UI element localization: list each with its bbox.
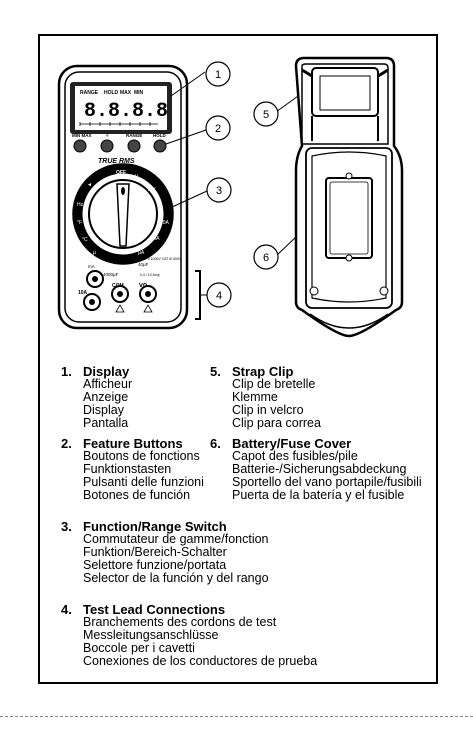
callout-4 bbox=[206, 282, 232, 308]
legend-item-feature-buttons: 2. Feature Buttons Boutons de fonctions … bbox=[61, 436, 204, 502]
svg-text:◄: ◄ bbox=[87, 182, 92, 188]
lcd-hold-label: HOLD bbox=[104, 90, 119, 96]
test-lead-jacks: mA 10A COM VΩ CAT II 1000V CAT III 600V … bbox=[78, 257, 182, 313]
svg-text:µA: µA bbox=[138, 250, 145, 256]
button-range[interactable] bbox=[127, 139, 141, 153]
meter-front: RANGE HOLD MAX MIN 8.8.8.8 MIN MAX ☼ RAN… bbox=[57, 64, 189, 330]
svg-text:5: 5 bbox=[263, 109, 269, 121]
button-label-hold: HOLD bbox=[153, 133, 166, 138]
button-minmax[interactable] bbox=[73, 139, 87, 153]
svg-text:°C: °C bbox=[82, 237, 88, 243]
page-cut-line bbox=[0, 716, 473, 717]
button-label-backlight: ☼ bbox=[105, 133, 109, 139]
rotary-dial: OFF ◄ Hz °F °C µ V mV ▶ 10A mA µA 4000µF… bbox=[72, 163, 174, 277]
callout-5 bbox=[253, 101, 279, 127]
battery-fuse-cover bbox=[325, 172, 373, 262]
true-rms-label: TRUE RMS bbox=[98, 158, 135, 165]
callout-6 bbox=[253, 244, 279, 270]
lcd-range-label: RANGE bbox=[80, 90, 99, 96]
svg-text:4000µF: 4000µF bbox=[103, 272, 119, 277]
lcd-max-label: MAX bbox=[120, 90, 132, 96]
svg-text:10A: 10A bbox=[160, 220, 170, 226]
strap-clip bbox=[301, 67, 389, 141]
svg-text:3: 3 bbox=[216, 185, 222, 197]
svg-text:6: 6 bbox=[263, 252, 269, 264]
svg-text:V: V bbox=[135, 174, 139, 180]
svg-text:mA: mA bbox=[152, 236, 160, 242]
legend-item-display: 1. Display Afficheur Anzeige Display Pan… bbox=[61, 364, 133, 430]
callout-2 bbox=[205, 115, 231, 141]
svg-text:4: 4 bbox=[216, 290, 222, 302]
lcd-min-label: MIN bbox=[134, 90, 144, 96]
multimeter-illustration: RANGE HOLD MAX MIN 8.8.8.8 MIN MAX ☼ RAN… bbox=[57, 56, 404, 338]
svg-text:▶: ▶ bbox=[158, 204, 162, 210]
legend-item-strap-clip: 5. Strap Clip Clip de bretelle Klemme Cl… bbox=[210, 364, 321, 430]
jack-vohm-label: VΩ bbox=[139, 283, 148, 289]
legend-item-battery-fuse-cover: 6. Battery/Fuse Cover Capot des fusibles… bbox=[210, 436, 422, 502]
svg-text:40µF: 40µF bbox=[138, 262, 149, 267]
legend-item-function-range-switch: 3. Function/Range Switch Commutateur de … bbox=[61, 519, 269, 585]
callouts: 1 2 3 4 5 6 bbox=[205, 61, 279, 308]
callout-1 bbox=[205, 61, 231, 87]
meter-back bbox=[294, 56, 404, 338]
warning-icon bbox=[143, 304, 153, 313]
svg-text:°F: °F bbox=[77, 220, 82, 226]
button-hold[interactable] bbox=[153, 139, 167, 153]
lcd-display: RANGE HOLD MAX MIN 8.8.8.8 bbox=[70, 82, 172, 134]
legend-item-test-lead-connections: 4. Test Lead Connections Branchements de… bbox=[61, 602, 318, 668]
page-frame: RANGE HOLD MAX MIN 8.8.8.8 MIN MAX ☼ RAN… bbox=[38, 34, 438, 684]
button-label-minmax: MIN MAX bbox=[72, 133, 92, 138]
svg-text:2: 2 bbox=[215, 123, 221, 135]
svg-text:mV: mV bbox=[148, 187, 156, 193]
svg-text:Hz: Hz bbox=[77, 202, 84, 208]
lcd-digits: 8.8.8.8 bbox=[84, 100, 168, 123]
svg-text:µ: µ bbox=[93, 250, 96, 256]
button-label-range: RANGE bbox=[126, 133, 142, 138]
warning-icon bbox=[115, 304, 125, 313]
jack-cat-rating: CAT II 1000V CAT III 600V bbox=[140, 257, 182, 261]
jack-10a-label: 10A bbox=[78, 290, 88, 296]
jack-amp-rating: 0.4 / 10 Amp bbox=[140, 273, 160, 277]
jack-ma-label: mA bbox=[88, 264, 95, 269]
dial-off-label: OFF bbox=[116, 170, 126, 176]
button-backlight[interactable] bbox=[100, 139, 114, 153]
feature-buttons: MIN MAX ☼ RANGE HOLD bbox=[72, 133, 167, 153]
svg-text:1: 1 bbox=[215, 69, 221, 81]
callout-3 bbox=[206, 177, 232, 203]
